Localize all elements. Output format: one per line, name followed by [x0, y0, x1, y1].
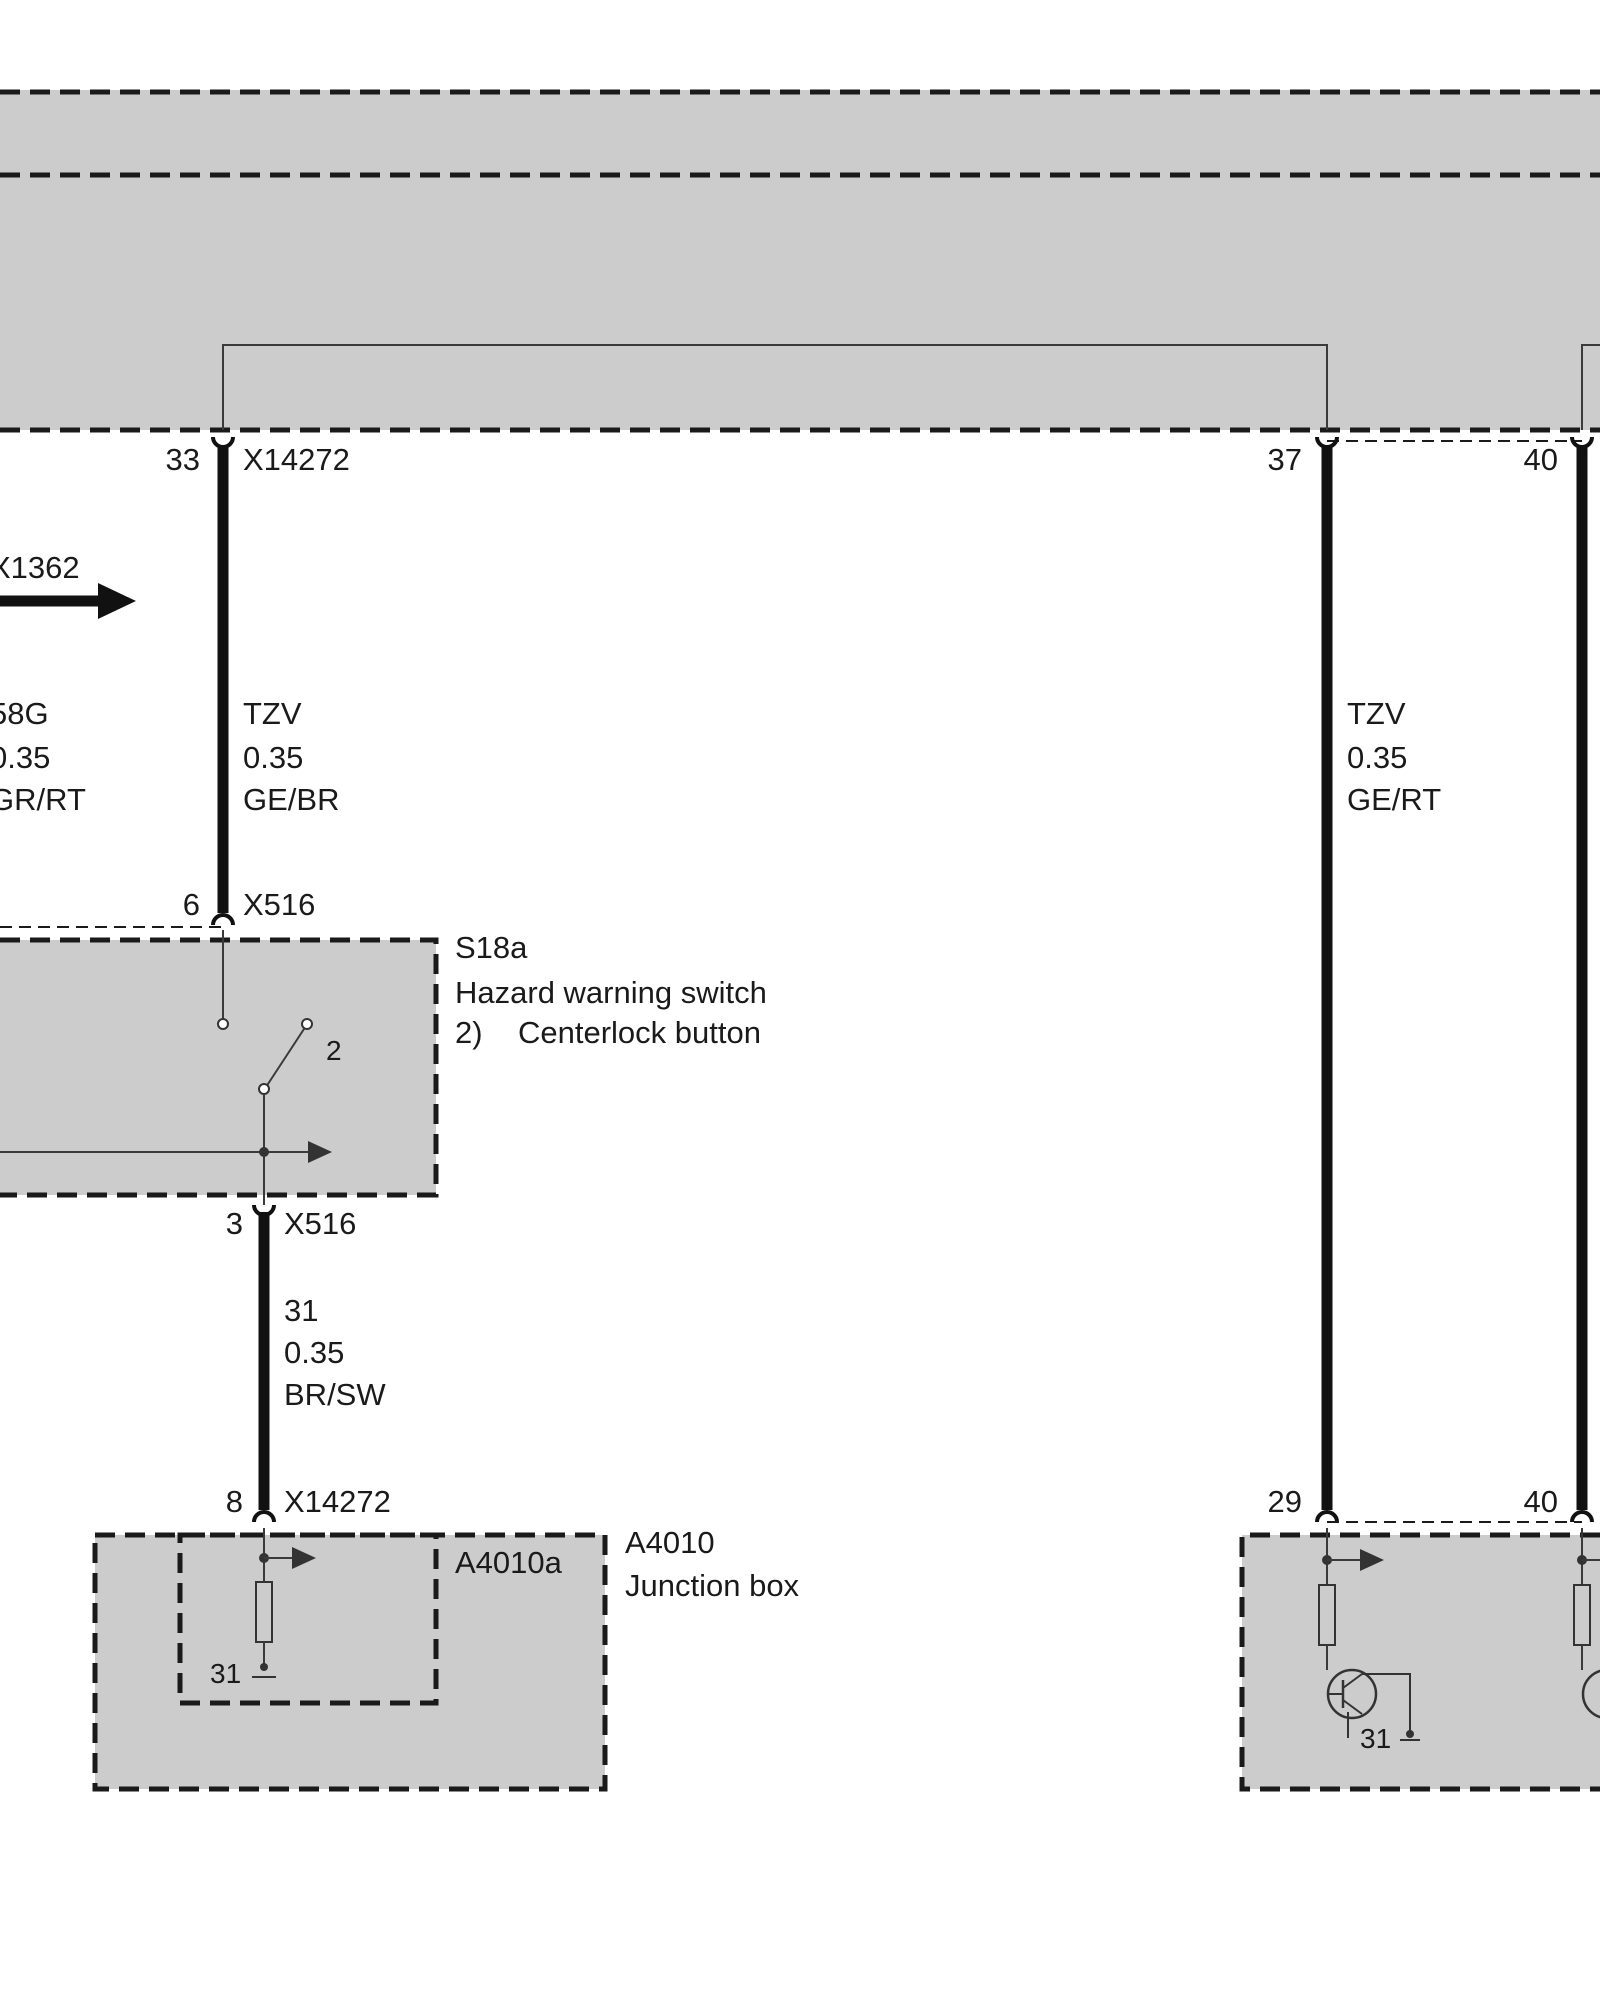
wire-ground-size: 0.35	[284, 1335, 344, 1370]
right-module-left-pin: 29	[1268, 1484, 1302, 1519]
transistor-icon	[1326, 1668, 1411, 1738]
top-left-pin-label: 33	[166, 442, 200, 477]
output-arrow-icon	[308, 1141, 332, 1163]
switch-bottom-connector: 3 X516	[226, 1206, 357, 1241]
wire-tzv-right-color: GE/RT	[1347, 782, 1441, 817]
switch-bottom-connector-label: X516	[284, 1206, 356, 1241]
wire-tzv-right: TZV 0.35 GE/RT	[1315, 436, 1441, 1523]
resistor-icon	[1573, 1584, 1591, 1646]
switch-top-pin-label: 6	[183, 887, 200, 922]
switch-contact-label: 2	[326, 1035, 342, 1066]
junction-caption: A4010 Junction box	[625, 1525, 800, 1603]
hazard-warning-switch: 2	[0, 930, 439, 1205]
top-mid-pin-label: 37	[1268, 442, 1302, 477]
wire-ground-color: BR/SW	[284, 1377, 386, 1412]
switch-id: S18a	[455, 930, 528, 965]
wire-ground: 31 0.35 BR/SW	[252, 1204, 386, 1523]
switch-note-number: 2)	[455, 1015, 483, 1050]
right-module-ground-label: 31	[1360, 1723, 1391, 1754]
off-page-wire-color: GR/RT	[0, 782, 86, 817]
junction-connector: 8 X14272	[226, 1484, 391, 1519]
off-page-wire-signal: 58G	[0, 696, 49, 731]
off-page-connector-label: X1362	[0, 550, 80, 585]
right-module-right-pin: 40	[1524, 1484, 1558, 1519]
output-arrow-icon	[1360, 1549, 1384, 1571]
resistor-icon	[1318, 1584, 1336, 1646]
junction-box: 31 A4010a	[92, 1528, 608, 1792]
wire-tzv-left: TZV 0.35 GE/BR	[211, 436, 339, 926]
wire-tzv-left-color: GE/BR	[243, 782, 339, 817]
resistor-icon	[255, 1581, 273, 1643]
switch-caption: S18a Hazard warning switch 2) Centerlock…	[455, 930, 767, 1050]
wire-tzv-right-size: 0.35	[1347, 740, 1407, 775]
right-module: 31	[1239, 1528, 1600, 1792]
off-page-reference: X1362 58G 0.35 GR/RT	[0, 550, 136, 817]
junction-sub-id: A4010a	[455, 1545, 563, 1580]
switch-title: Hazard warning switch	[455, 975, 767, 1010]
junction-connector-label: X14272	[284, 1484, 391, 1519]
switch-bottom-pin-label: 3	[226, 1206, 243, 1241]
transistor-icon	[1581, 1669, 1600, 1719]
off-page-wire-size: 0.35	[0, 740, 50, 775]
junction-title: Junction box	[625, 1568, 800, 1603]
wire-right-edge	[1570, 436, 1594, 1523]
switch-note-text: Centerlock button	[518, 1015, 761, 1050]
output-arrow-icon	[292, 1547, 316, 1569]
arrow-right-icon	[98, 583, 136, 619]
switch-top-connector: 6 X516	[0, 887, 315, 928]
junction-ground-label: 31	[210, 1658, 241, 1689]
top-right-pin-label: 40	[1524, 442, 1558, 477]
top-left-connector-label: X14272	[243, 442, 350, 477]
wire-ground-signal: 31	[284, 1293, 318, 1328]
switch-top-connector-label: X516	[243, 887, 315, 922]
right-module-connector: 29 40	[1268, 1484, 1582, 1523]
junction-id: A4010	[625, 1525, 715, 1560]
wire-tzv-left-signal: TZV	[243, 696, 302, 731]
wire-tzv-left-size: 0.35	[243, 740, 303, 775]
wire-tzv-right-signal: TZV	[1347, 696, 1406, 731]
top-control-module	[0, 89, 1600, 433]
top-connector-x14272: 33 X14272 37 40	[166, 440, 1582, 477]
junction-pin-label: 8	[226, 1484, 243, 1519]
